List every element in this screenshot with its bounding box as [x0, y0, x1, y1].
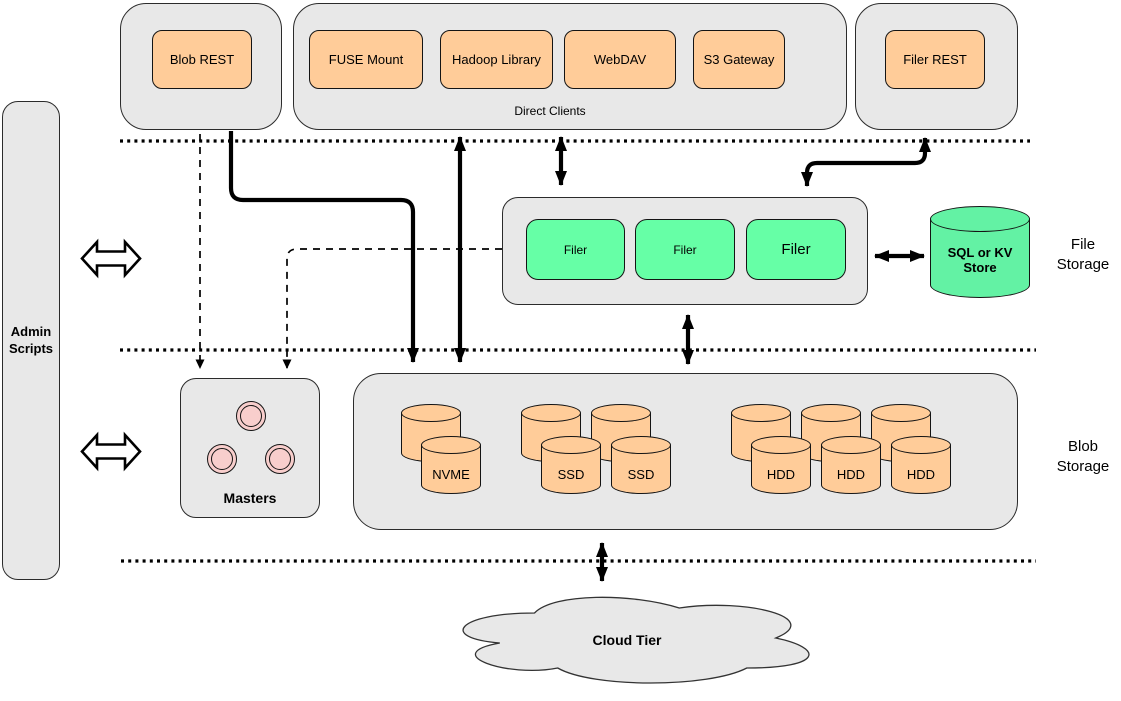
blob-storage-layer-label: Blob Storage [1056, 438, 1110, 476]
fuse-mount-label: FUSE Mount [328, 52, 404, 67]
hdd-label-2: HDD [836, 467, 866, 482]
admin-scripts-label: Admin Scripts [8, 323, 54, 356]
ssd-label-1: SSD [557, 467, 585, 482]
filer-node-2: Filer [635, 219, 735, 280]
filer-node-1: Filer [526, 219, 625, 280]
fuse-mount-node: FUSE Mount [309, 30, 423, 89]
ssd-cylinder-2: SSD [611, 436, 671, 494]
hdd-cylinder-3: HDD [891, 436, 951, 494]
ssd-cylinder-1: SSD [541, 436, 601, 494]
direct-clients-label: Direct Clients [514, 104, 586, 118]
blob-rest-node: Blob REST [152, 30, 252, 89]
kv-store-cylinder-top [930, 206, 1030, 232]
hadoop-library-label: Hadoop Library [452, 52, 541, 67]
s3-gateway-node: S3 Gateway [693, 30, 785, 89]
masters-label: Masters [223, 490, 277, 506]
masters-group: Masters [180, 378, 320, 518]
hadoop-library-node: Hadoop Library [440, 30, 553, 89]
hdd-label-1: HDD [766, 467, 796, 482]
blob-rest-label: Blob REST [169, 52, 235, 67]
master-node-3-core [269, 448, 291, 470]
file-storage-layer-label: File Storage [1056, 236, 1110, 274]
filer-label-3: Filer [781, 241, 811, 258]
nvme-cylinder: NVME [421, 436, 481, 494]
filer-node-3: Filer [746, 219, 846, 280]
hdd-cylinder-2: HDD [821, 436, 881, 494]
filer-label-2: Filer [673, 242, 697, 257]
cloud-tier-label: Cloud Tier [592, 632, 662, 648]
master-node-1 [236, 401, 266, 431]
master-node-1-core [240, 405, 262, 427]
kv-store-cylinder-body [930, 219, 1030, 298]
kv-store-cylinder: SQL or KV Store [930, 206, 1030, 298]
kv-store-label: SQL or KV Store [947, 245, 1013, 275]
master-node-3 [265, 444, 295, 474]
filer-label-1: Filer [563, 242, 588, 257]
webdav-label: WebDAV [593, 52, 647, 67]
admin-scripts-node: Admin Scripts [2, 101, 60, 580]
blob-storage-group: NVME SSD SSD HDD HDD HDD [353, 373, 1018, 530]
s3-gateway-label: S3 Gateway [703, 52, 775, 67]
hdd-label-3: HDD [906, 467, 936, 482]
ssd-label-2: SSD [627, 467, 655, 482]
filer-rest-node: Filer REST [885, 30, 985, 89]
master-node-2-core [211, 448, 233, 470]
master-node-2 [207, 444, 237, 474]
hdd-cylinder-1: HDD [751, 436, 811, 494]
nvme-label: NVME [432, 467, 470, 482]
filer-rest-label: Filer REST [903, 52, 967, 67]
webdav-node: WebDAV [564, 30, 676, 89]
